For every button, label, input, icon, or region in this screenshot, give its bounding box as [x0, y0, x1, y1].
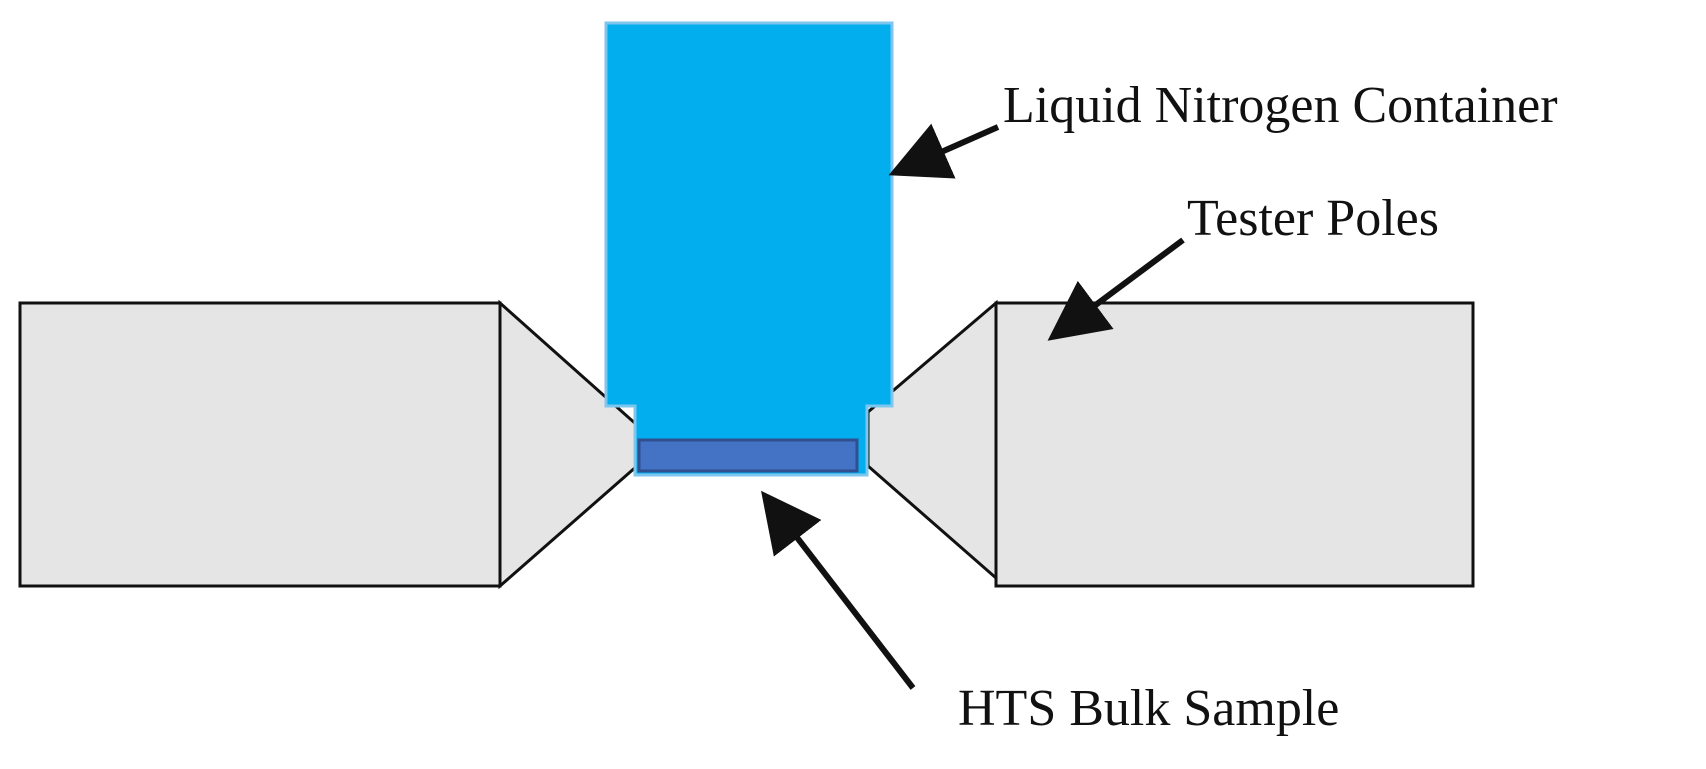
sample-arrow [761, 490, 916, 690]
right-pole-body [994, 301, 1475, 588]
left-pole-body [18, 301, 502, 588]
right-tester-pole [866, 299, 1475, 588]
left-tester-pole [18, 299, 639, 590]
hts-bulk-sample [637, 438, 859, 473]
liquid-nitrogen-container [604, 21, 894, 477]
poles-arrow [1047, 237, 1185, 341]
container-arrow [888, 123, 1000, 179]
tester-poles-label: Tester Poles [1187, 190, 1439, 247]
container-label: Liquid Nitrogen Container [1003, 77, 1558, 134]
sample-label: HTS Bulk Sample [958, 680, 1340, 737]
